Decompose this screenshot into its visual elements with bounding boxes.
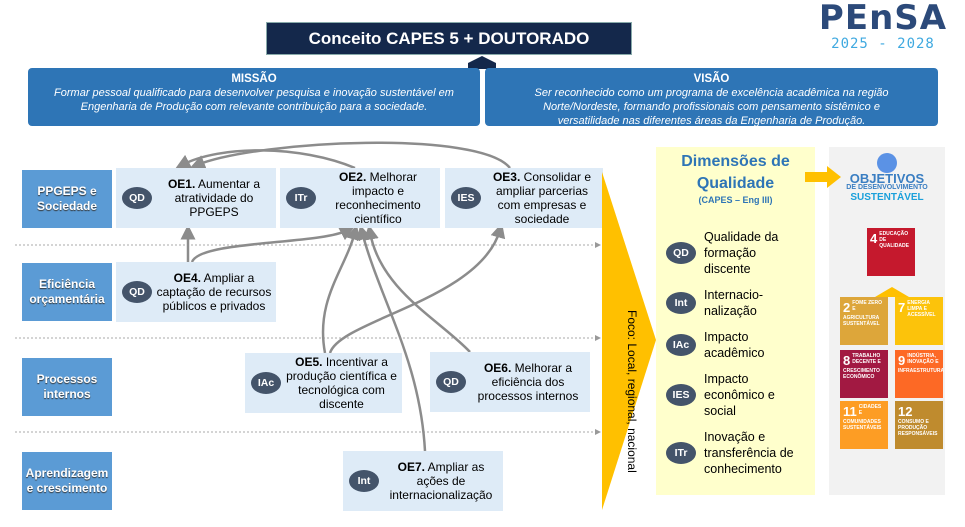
badge: QD xyxy=(436,371,466,393)
quality-dimensions-panel: Dimensões de Qualidade (CAPES – Eng III)… xyxy=(656,147,815,495)
arrow-oe3-oe1 xyxy=(190,141,511,170)
connector-notch xyxy=(468,56,496,69)
arrow-oe6-oe2 xyxy=(363,224,471,353)
arrow-right-icon xyxy=(805,166,841,188)
un-emblem-icon xyxy=(877,153,897,173)
badge: IAc xyxy=(251,372,281,394)
badge: Int xyxy=(349,470,379,492)
arrow-oe5-oe2 xyxy=(321,224,361,354)
row-label-ppgeps-sociedade: PPGEPS e Sociedade xyxy=(22,170,112,228)
badge: IES xyxy=(451,187,481,209)
badge: ITr xyxy=(286,187,316,209)
badge: QD xyxy=(122,187,152,209)
focus-chevron xyxy=(602,172,656,510)
row-label-eficiencia: Eficiência orçamentária xyxy=(22,263,112,321)
page-title: Conceito CAPES 5 + DOUTORADO xyxy=(266,22,632,55)
arrow-oe4-oe2 xyxy=(190,226,355,263)
up-triangle xyxy=(875,287,909,297)
focus-label: Foco: Local, regional, nacional xyxy=(618,310,639,473)
pensa-logo: PEnSA 2025 - 2028 xyxy=(818,0,948,52)
badge: QD xyxy=(122,281,152,303)
row-label-aprendizagem: Aprendizagem e crescimento xyxy=(22,452,112,510)
arrow-oe7-oe2 xyxy=(356,224,427,452)
sdg-panel: OBJETIVOS DE DESENVOLVIMENTO SUSTENTÁVEL… xyxy=(829,147,945,495)
arrow-oe5-oe3 xyxy=(328,222,506,354)
row-label-processos: Processos internos xyxy=(22,358,112,416)
arrow-oe2-oe1 xyxy=(175,149,356,170)
row-dividers xyxy=(15,242,601,435)
